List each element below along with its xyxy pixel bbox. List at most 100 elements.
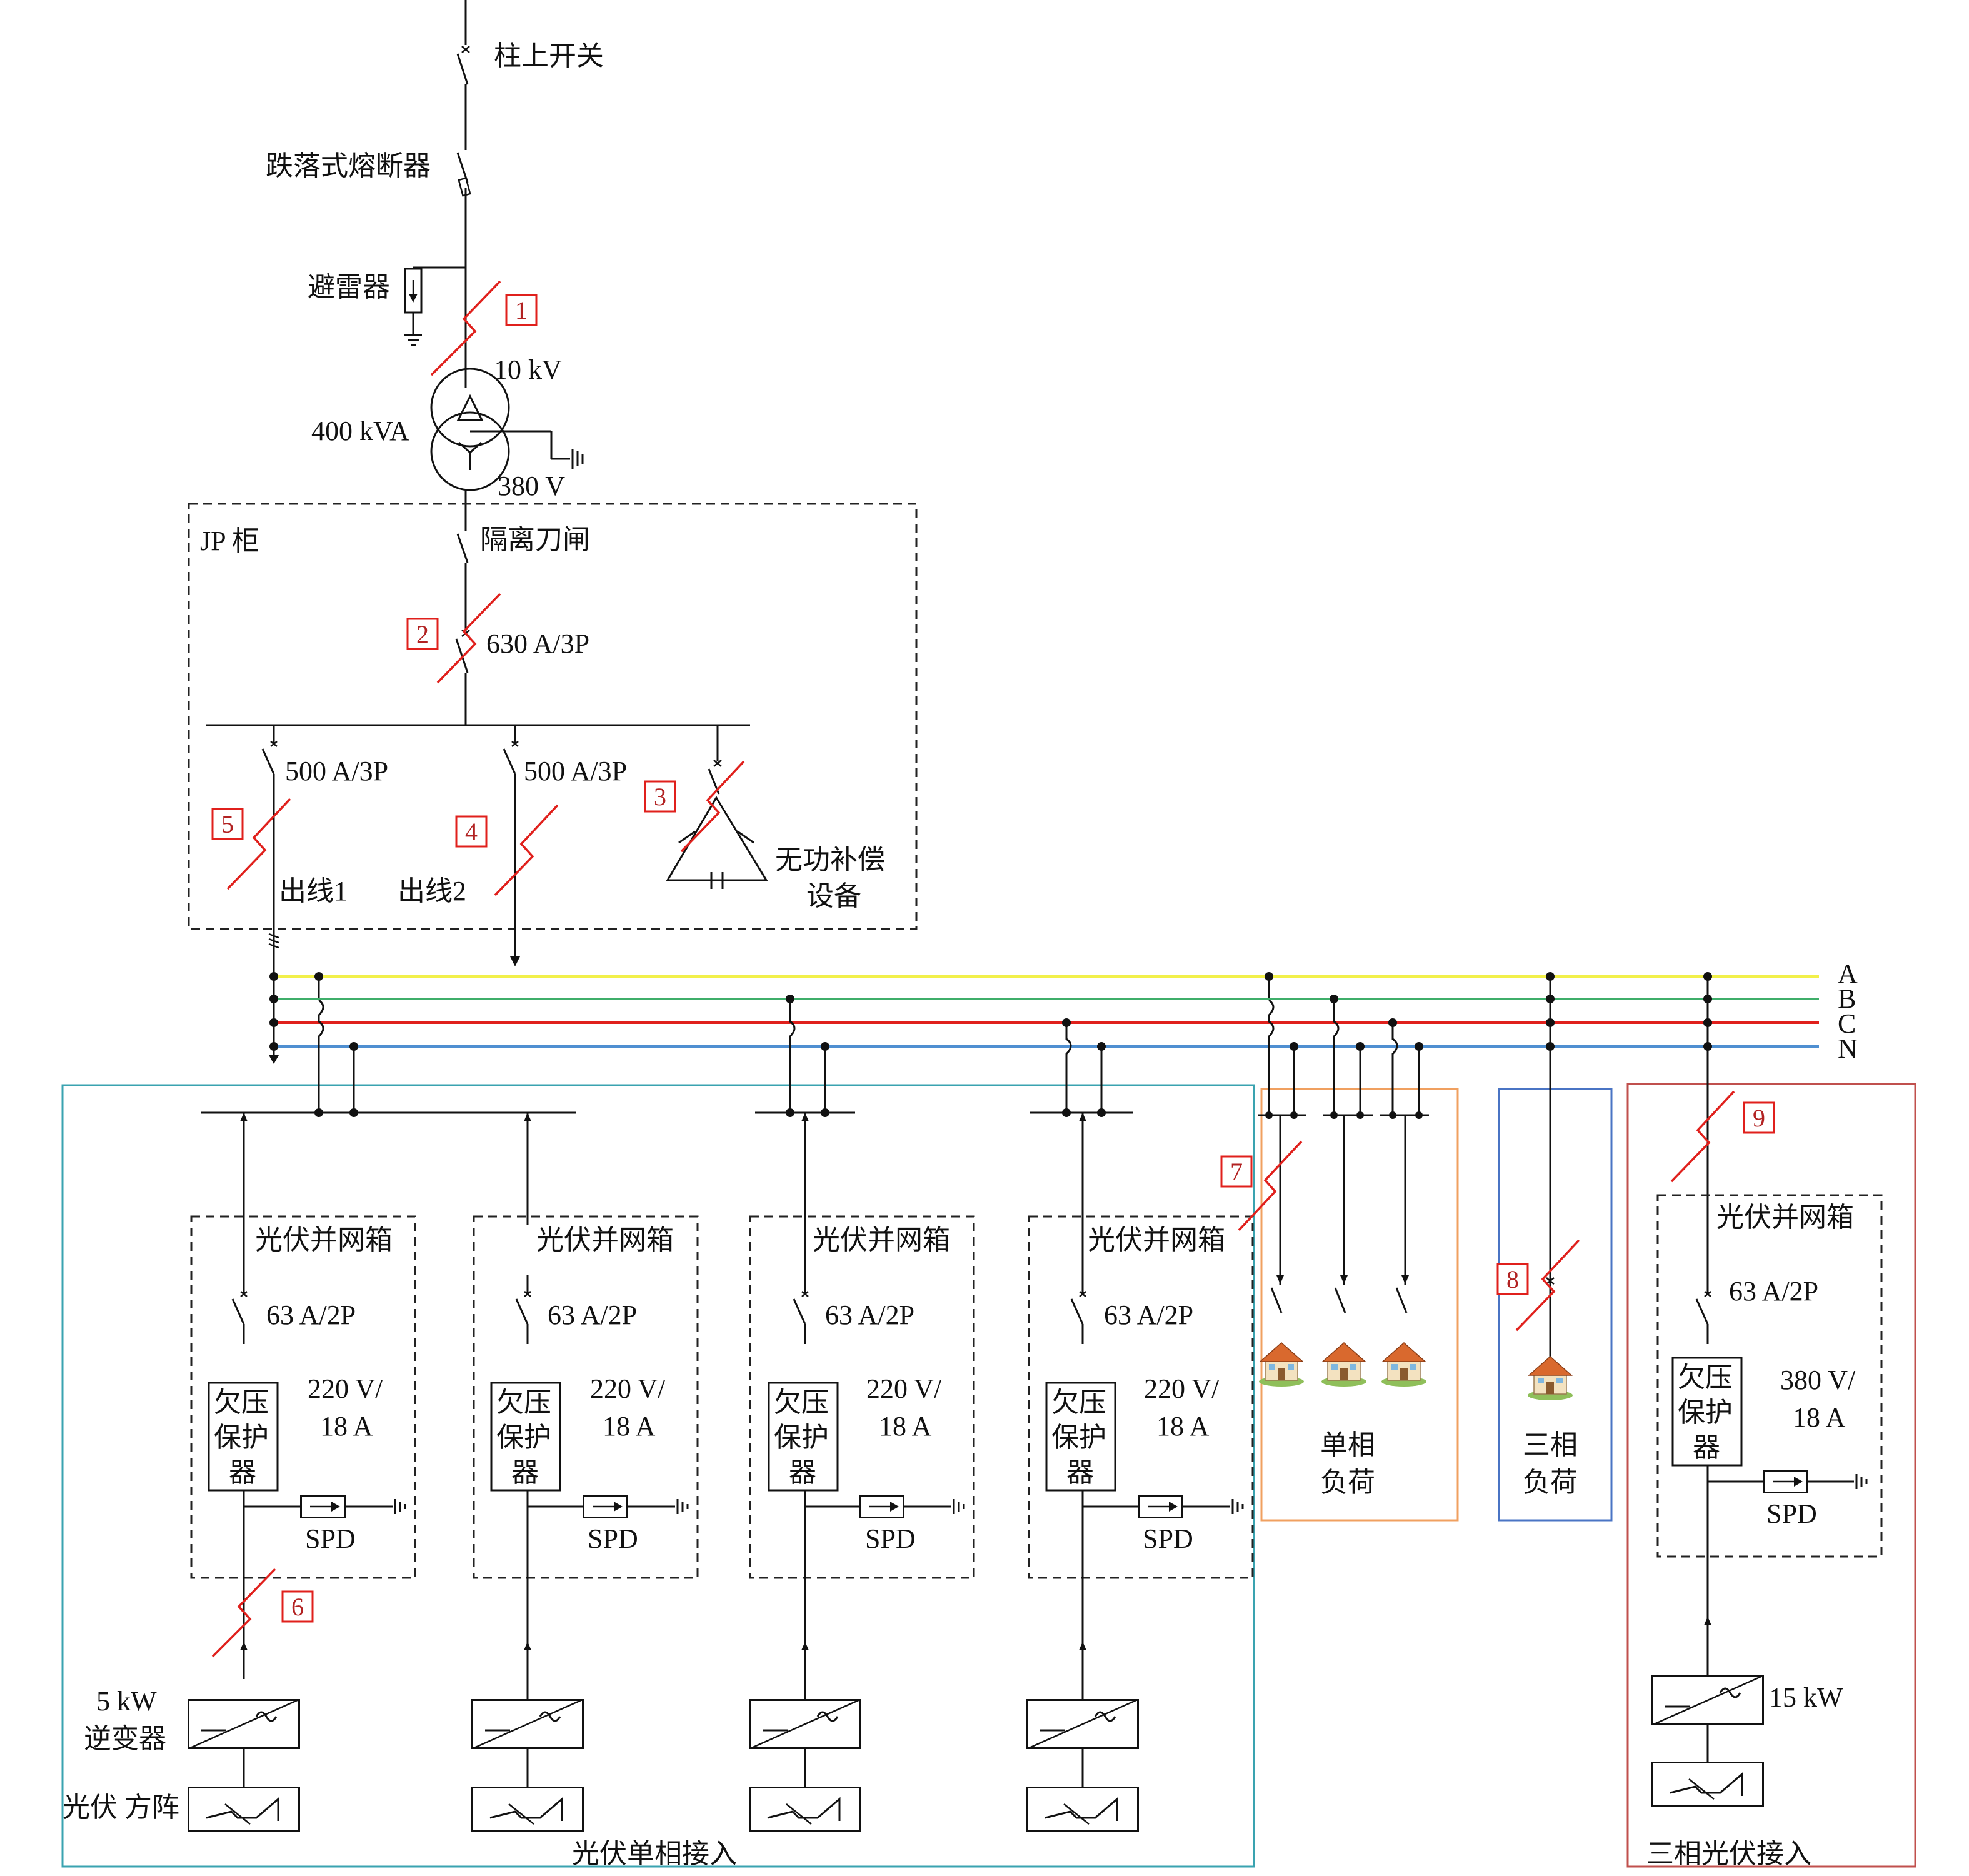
current-label: 18 A (879, 1411, 932, 1442)
pv-box-label: 光伏并网箱 (813, 1225, 950, 1255)
pv-breaker-label: 63 A/2P (548, 1300, 637, 1330)
single-load-branch-3 (1381, 1115, 1427, 1387)
three-load-label-2: 负荷 (1523, 1467, 1578, 1498)
voltage-label: 220 V/ (590, 1373, 666, 1404)
single-load-taps (1258, 972, 1429, 1119)
voltage-label: 220 V/ (1144, 1373, 1220, 1404)
isolator-switch (455, 533, 470, 725)
spd-label: SPD (865, 1523, 916, 1554)
uv-label-3: 器 (789, 1457, 816, 1488)
pole-switch-label: 柱上开关 (494, 41, 604, 71)
three-pv-area (1626, 1083, 1916, 1868)
three-load-label-1: 三相 (1523, 1430, 1578, 1460)
pv-breaker-label: 63 A/2P (825, 1300, 914, 1330)
single-load-label-2: 负荷 (1320, 1467, 1375, 1498)
house-icon (1381, 1342, 1427, 1387)
uv-label-1: 欠压 (1678, 1362, 1733, 1393)
phase-bus (269, 972, 1819, 1051)
uv-label-1: 欠压 (214, 1387, 269, 1418)
feeder1-breaker-label: 500 A/3P (285, 756, 388, 786)
uv-label-2: 保护 (1678, 1397, 1733, 1428)
feeder2-breaker (503, 724, 519, 795)
jp-cabinet-box (188, 503, 918, 930)
phase-c-label: C (1838, 1008, 1856, 1039)
voltage-label: 220 V/ (308, 1373, 383, 1404)
uv-label-1: 欠压 (774, 1387, 829, 1418)
pv-box-label: 光伏并网箱 (1088, 1225, 1225, 1255)
fault-number: 8 (1506, 1265, 1519, 1293)
three-load-branch (1527, 972, 1573, 1401)
fault-marker-9: 9 (1670, 1090, 1775, 1183)
phase-a-label: A (1838, 958, 1858, 989)
spd-label: SPD (305, 1523, 356, 1554)
uv-label-3: 器 (511, 1457, 539, 1488)
spd-label: SPD (588, 1523, 638, 1554)
three-pv-label: 三相光伏接入 (1646, 1838, 1811, 1869)
spd-label: SPD (1143, 1523, 1193, 1554)
fault-marker-8: 8 (1496, 1239, 1580, 1332)
reactive-label-1: 无功补偿 (775, 845, 885, 875)
pv-box-label: 光伏并网箱 (1716, 1202, 1854, 1233)
jp-cabinet-label: JP 柜 (200, 526, 259, 556)
fault-number: 4 (465, 818, 478, 846)
single-pv-area (61, 1084, 1255, 1868)
fault-number: 6 (291, 1593, 304, 1621)
pv-unit-1: 光伏并网箱 63 A/2P 欠压 保护 器 220 V/ 18 A SPD 5 … (63, 1113, 531, 1832)
fault-number: 7 (1230, 1158, 1243, 1186)
fault-marker-2: 2 (406, 593, 501, 684)
three-pv-unit: 光伏并网箱 63 A/2P 欠压 保护 器 380 V/ 18 A SPD 15… (1651, 972, 1883, 1807)
single-load-branch-1 (1258, 1115, 1305, 1387)
reactive-compensation (666, 725, 768, 889)
fault-marker-3: 3 (644, 760, 745, 853)
feeder1-breaker (261, 724, 278, 795)
hv-feeder (404, 0, 471, 388)
fault-marker-6: 6 (211, 1568, 314, 1658)
feeder2-breaker-label: 500 A/3P (524, 756, 627, 786)
uv-label-3: 器 (1693, 1432, 1720, 1463)
pv-unit-3: 光伏并网箱 63 A/2P 欠压 保护 器 220 V/ 18 A SPD (749, 1113, 975, 1832)
pv-breaker-label: 63 A/2P (1104, 1300, 1193, 1330)
phase-b-label: B (1838, 983, 1856, 1014)
fault-number: 5 (221, 810, 234, 838)
hv-voltage-label: 10 kV (494, 354, 562, 385)
single-pv-label: 光伏单相接入 (572, 1838, 737, 1869)
feeder2-label: 出线2 (398, 876, 466, 906)
inverter-label: 逆变器 (84, 1723, 166, 1754)
fault-marker-1: 1 (430, 280, 538, 376)
drop-fuse-label: 跌落式熔断器 (266, 151, 431, 181)
isolator-label: 隔离刀闸 (480, 524, 590, 555)
voltage-label: 220 V/ (866, 1373, 942, 1404)
fault-number: 1 (515, 296, 528, 324)
uv-label-3: 器 (1066, 1457, 1094, 1488)
pv-tap-lines (201, 972, 1133, 1117)
single-load-label-1: 单相 (1320, 1430, 1375, 1460)
reactive-label-2: 设备 (806, 881, 861, 911)
pv-box-label: 光伏并网箱 (255, 1225, 393, 1255)
uv-label-2: 保护 (496, 1422, 551, 1453)
xfmr-rating-label: 400 kVA (311, 416, 409, 446)
uv-label-2: 保护 (774, 1422, 829, 1453)
fault-number: 2 (416, 620, 429, 648)
fault-marker-7: 7 (1220, 1140, 1303, 1231)
pv-unit-4: 光伏并网箱 63 A/2P 欠压 保护 器 220 V/ 18 A SPD (1026, 1113, 1254, 1832)
uv-label-1: 欠压 (496, 1387, 551, 1418)
inv3-kw-label: 15 kW (1769, 1682, 1843, 1713)
transformer (430, 368, 584, 531)
fault-marker-5: 5 (211, 798, 291, 890)
house-icon (1258, 1342, 1305, 1387)
uv-label-2: 保护 (214, 1422, 269, 1453)
fault-number: 3 (654, 783, 666, 811)
three-load-area (1498, 1088, 1613, 1522)
lv-voltage-label: 380 V (498, 471, 565, 501)
uv-label-1: 欠压 (1051, 1387, 1106, 1418)
inv-kw-label: 5 kW (96, 1686, 157, 1717)
current-label: 18 A (320, 1411, 373, 1442)
current-label: 18 A (1793, 1402, 1846, 1433)
pv-array-label: 光伏 方阵 (63, 1792, 179, 1823)
pv-box-label: 光伏并网箱 (536, 1225, 674, 1255)
pv-unit-2: 光伏并网箱 63 A/2P 欠压 保护 器 220 V/ 18 A SPD (471, 1215, 699, 1832)
fault-number: 9 (1753, 1104, 1765, 1132)
arrester-label: 避雷器 (308, 272, 390, 303)
voltage-label: 380 V/ (1780, 1365, 1856, 1395)
